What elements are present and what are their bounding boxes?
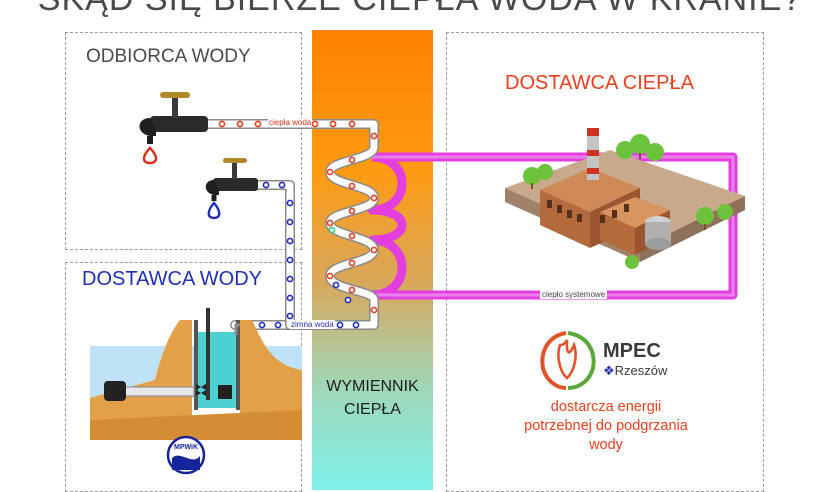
city-crest-icon: ❖ (603, 363, 615, 378)
diagram-graphics (90, 92, 745, 475)
desc-line1: dostarcza energii (550, 399, 662, 415)
district-heat-label: ciepło systemowe (540, 290, 608, 299)
mpwik-logo-text: MPWiK (174, 444, 199, 451)
consumer-label: ODBIORCA WODY (86, 46, 251, 67)
cold-water-dots (241, 181, 360, 329)
heat-supplier-description: dostarcza energii potrzebnej do podgrzan… (486, 398, 726, 455)
water-intake-illustration (90, 308, 302, 440)
mpec-city-text: Rzeszów (614, 363, 668, 378)
power-plant-illustration (505, 128, 745, 269)
hot-water-label: ciepła woda (268, 118, 313, 127)
hot-tap-icon (139, 92, 208, 165)
water-supplier-label: DOSTAWCA WODY (82, 268, 262, 290)
exchanger-label-line2: CIEPŁA (344, 401, 401, 418)
heat-supplier-label: DOSTAWCA CIEPŁA (505, 72, 694, 94)
desc-line2: potrzebnej do podgrzania (524, 418, 688, 434)
mpwik-logo (166, 435, 206, 475)
exchanger-label-line1: WYMIENNIK (326, 378, 419, 395)
cold-water-label: zimna woda (290, 320, 335, 329)
desc-line3: wody (589, 437, 623, 453)
exchanger-label: WYMIENNIK CIEPŁA (312, 375, 433, 421)
mpec-name: MPEC (603, 340, 661, 362)
cold-tap-icon (205, 158, 258, 220)
mpec-logo (540, 331, 596, 390)
consumer-box (65, 32, 302, 250)
page-title: SKĄD SIĘ BIERZE CIEPŁA WODA W KRANIE? (0, 0, 840, 19)
hot-water-dots (218, 120, 378, 314)
mpec-city: ❖Rzeszów (603, 363, 667, 379)
